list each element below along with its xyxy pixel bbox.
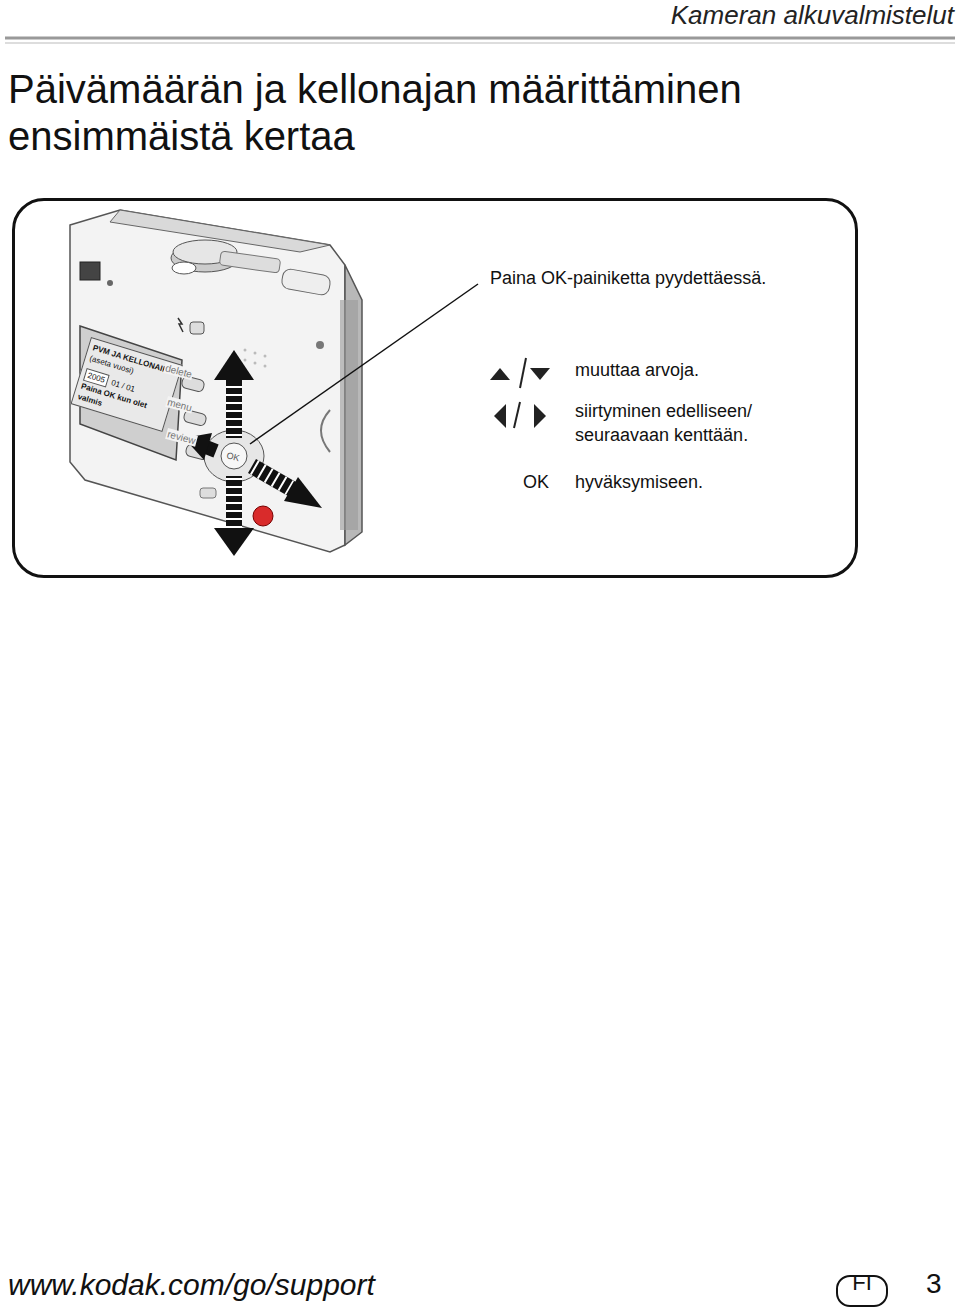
language-badge: FI <box>836 1275 888 1307</box>
key-description: muuttaa arvoja. <box>575 359 805 381</box>
callout-panel: Paina OK-painiketta pyydettäessä. muuttaa… <box>12 198 858 578</box>
header-rule <box>5 43 955 44</box>
camera-body <box>70 210 362 552</box>
key-description: hyväksymiseen. <box>575 471 805 493</box>
callout-text: Paina OK-painiketta pyydettäessä. <box>490 267 830 289</box>
header-rule <box>5 37 955 40</box>
key-name: OK <box>523 471 563 493</box>
page-title: Päivämäärän ja kellonajan määrittäminen … <box>8 66 908 160</box>
running-header: Kameran alkuvalmistelut <box>671 0 954 31</box>
leader-line <box>250 284 478 444</box>
key-icons <box>490 358 550 428</box>
support-url: www.kodak.com/go/support <box>8 1268 375 1302</box>
badge-text: FI <box>838 1277 886 1288</box>
key-description: siirtyminen edelliseen/ seuraavaan kentt… <box>575 399 800 447</box>
page-number: 3 <box>926 1268 942 1300</box>
direction-arrows <box>184 350 322 556</box>
lcd-screen: PVM JA KELLONAIKA(aseta vuosi)200501 / 0… <box>71 337 183 432</box>
